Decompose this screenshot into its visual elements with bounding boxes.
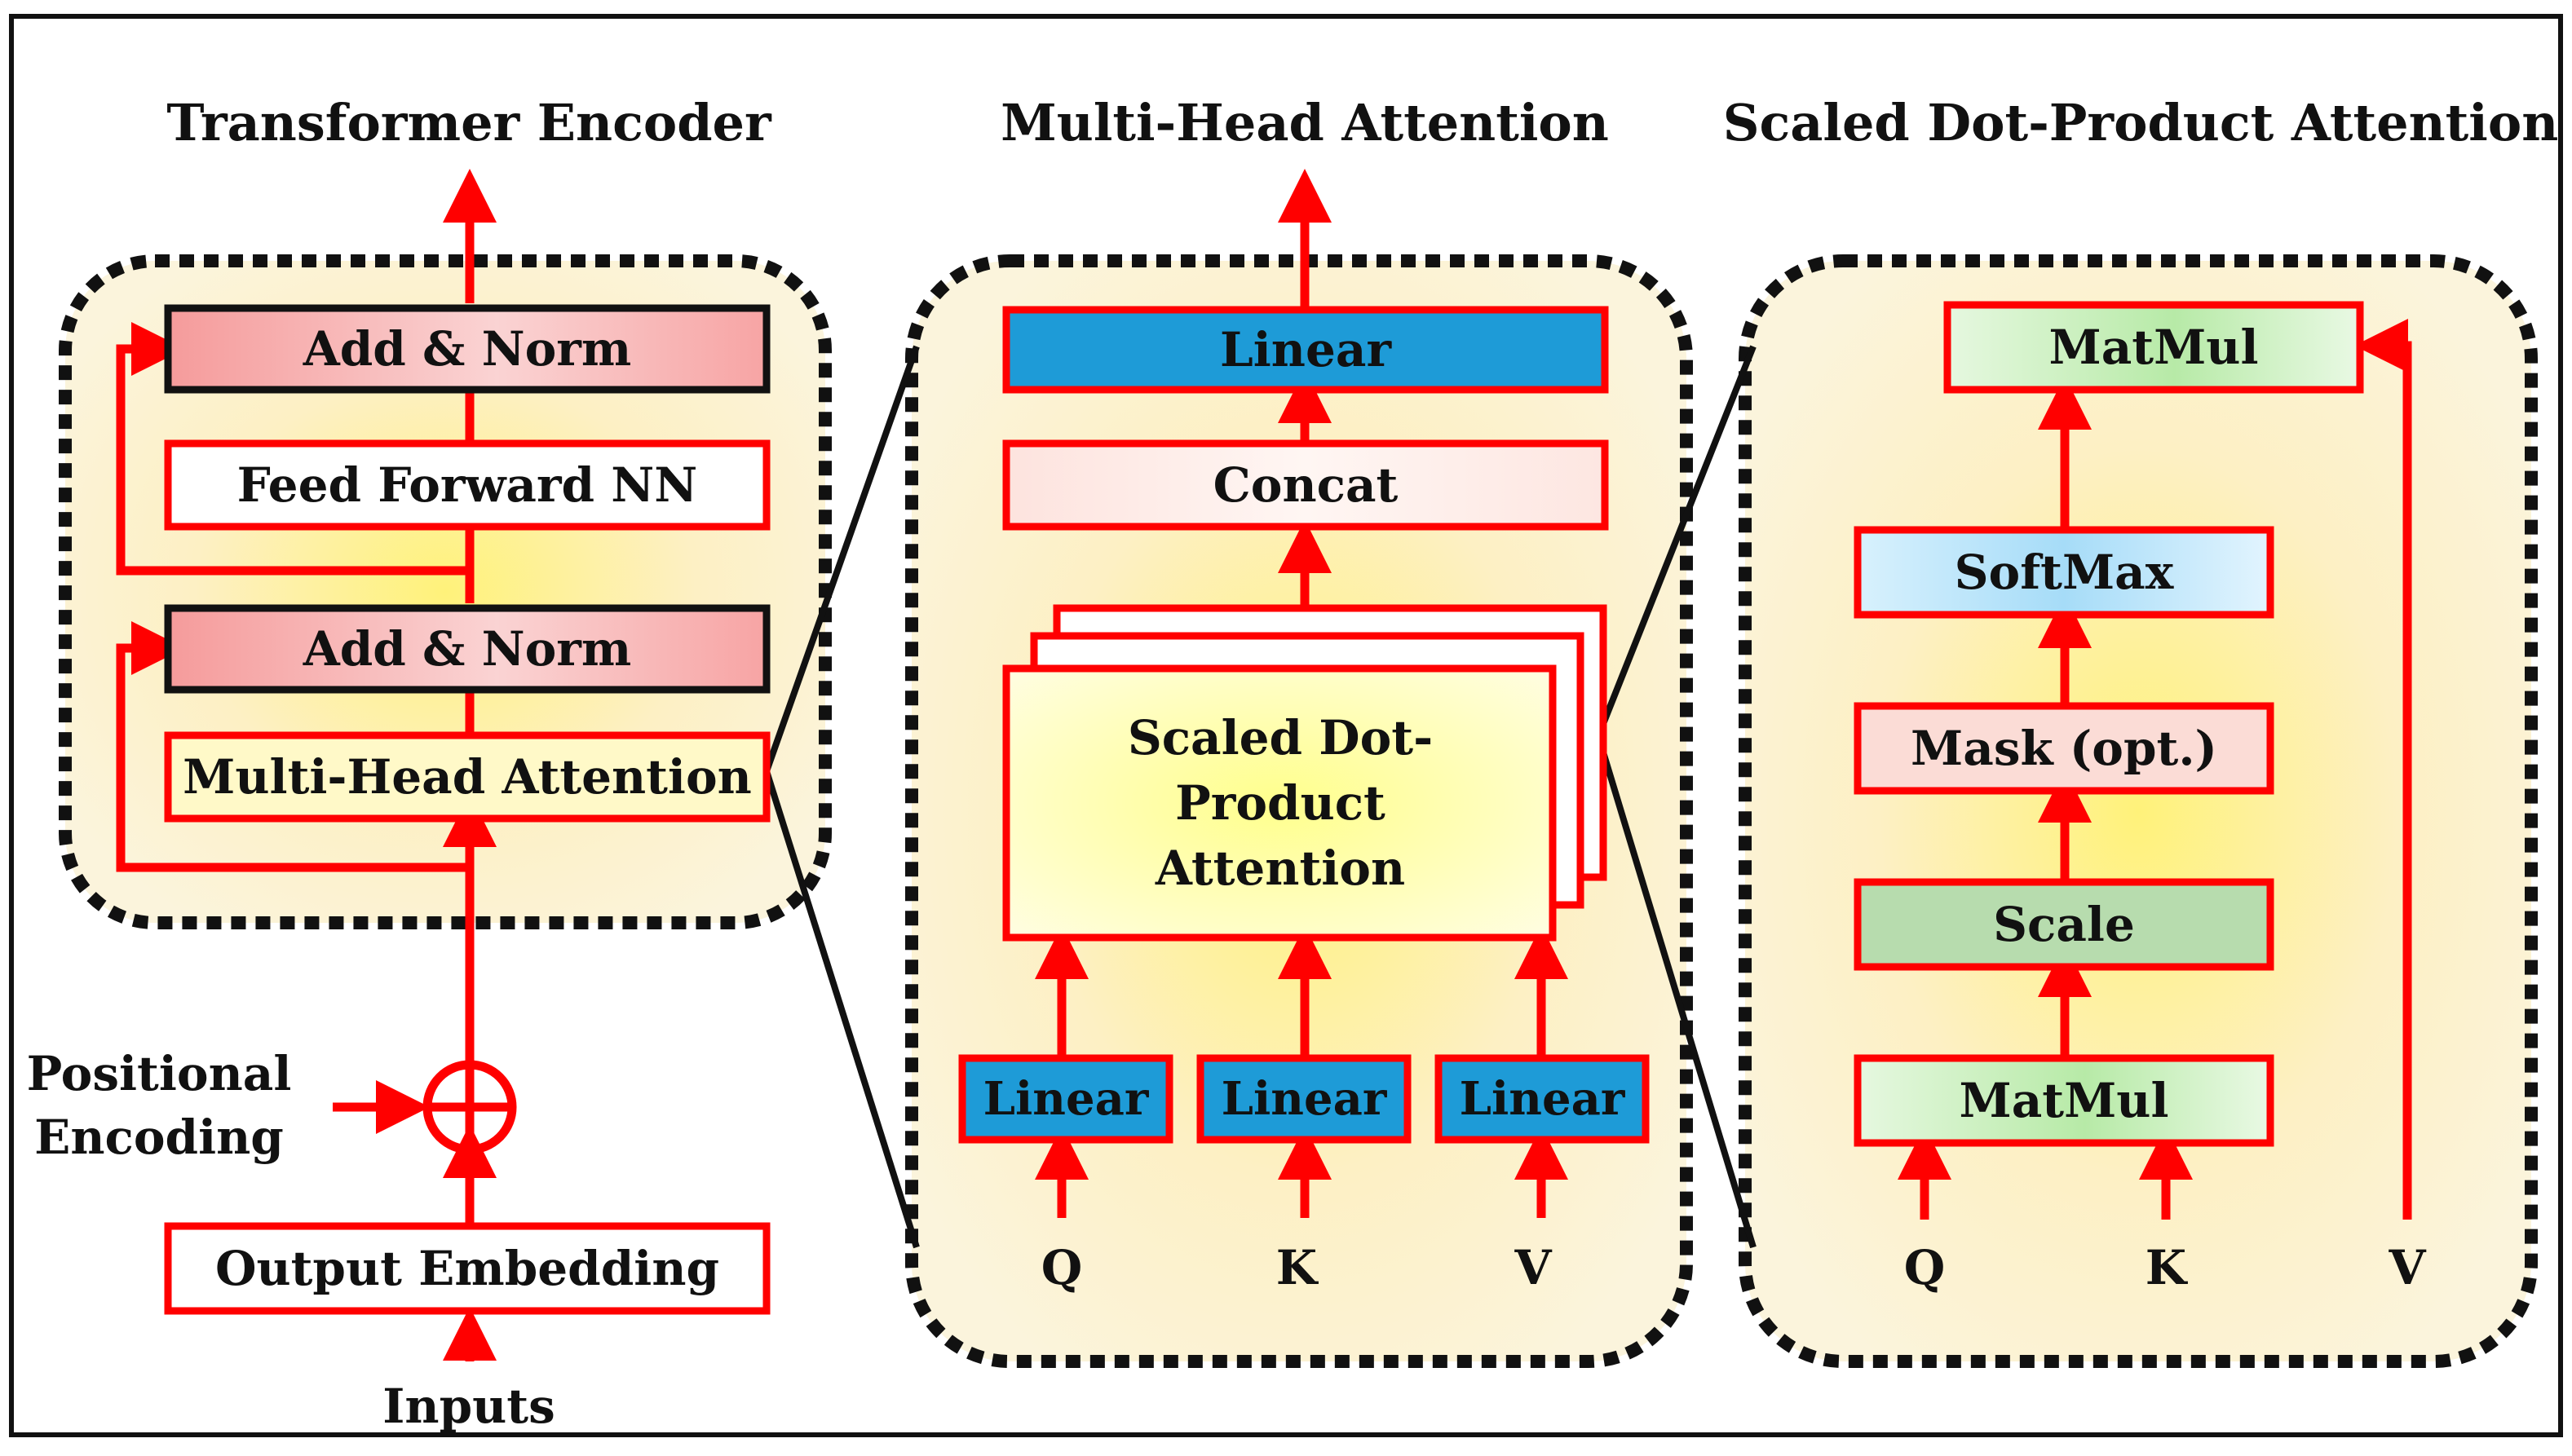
encoder-add-norm-bottom-box <box>164 604 771 694</box>
mha-linear-v-box <box>1434 1054 1650 1144</box>
sdpa-scale-box <box>1854 878 2274 971</box>
encoder-arrows <box>116 169 497 1361</box>
mha-linear-q-label: Linear <box>983 1072 1149 1126</box>
sdpa-panel <box>1739 254 2538 1368</box>
mha-sdpa-label: Scaled Dot-Product Attention <box>1127 710 1434 896</box>
outer-frame <box>9 14 2563 1437</box>
mha-v-label: V <box>1514 1240 1552 1295</box>
positional-encoding-label: Positional Encoding <box>26 1046 292 1165</box>
mha-q-label: Q <box>1041 1240 1083 1295</box>
mha-sdpa-box <box>1002 664 1557 942</box>
mha-title: Multi-Head Attention <box>1001 92 1609 152</box>
mha-linear-k-label: Linear <box>1221 1072 1387 1126</box>
mha-linear-v-label: Linear <box>1459 1072 1625 1126</box>
encoder-output-embedding-box <box>164 1222 771 1315</box>
mha-concat-box <box>1002 439 1609 531</box>
residual-2 <box>116 322 470 576</box>
zoom-line-1a <box>763 345 920 773</box>
encoder-add-norm-top-box <box>164 304 771 394</box>
sdpa-mask-label: Mask (opt.) <box>1911 721 2217 776</box>
encoder-feed-forward-box <box>164 439 771 531</box>
inputs-label: Inputs <box>382 1379 555 1434</box>
zoom-line-2b <box>1595 735 1757 1249</box>
sdpa-title: Scaled Dot-Product Attention <box>1722 92 2559 152</box>
sdpa-softmax-label: SoftMax <box>1954 545 2174 600</box>
encoder-add-norm-bottom-label: Add & Norm <box>303 621 632 677</box>
mha-linear-out-label: Linear <box>1219 322 1392 377</box>
encoder-feed-forward-label: Feed Forward NN <box>236 457 698 513</box>
mha-linear-out-box <box>1002 306 1609 394</box>
encoder-title: Transformer Encoder <box>166 92 771 152</box>
mha-k-label: K <box>1275 1240 1318 1295</box>
sdpa-mask-box <box>1854 702 2274 795</box>
encoder-mha-box <box>164 731 771 823</box>
sdpa-v-label: V <box>2389 1240 2426 1295</box>
mha-concat-label: Concat <box>1213 457 1399 513</box>
sdpa-matmul-top-box <box>1943 301 2364 394</box>
sdpa-k-label: K <box>2145 1240 2187 1295</box>
zoom-line-2a <box>1595 345 1757 738</box>
sdpa-scale-label: Scale <box>1993 897 2135 952</box>
sdpa-matmul-bottom-box <box>1854 1054 2274 1147</box>
encoder-mha-label: Multi-Head Attention <box>183 749 752 805</box>
sdpa-matmul-bottom-label: MatMul <box>1959 1073 2169 1128</box>
residual-1 <box>116 621 470 872</box>
output-embedding-label: Output Embedding <box>214 1241 720 1296</box>
mha-linear-k-box <box>1196 1054 1412 1144</box>
mha-linear-q-box <box>958 1054 1173 1144</box>
add-circle <box>422 1060 517 1154</box>
zoom-line-1b <box>763 770 920 1249</box>
sdpa-softmax-box <box>1854 526 2274 619</box>
encoder-add-norm-top-label: Add & Norm <box>303 321 632 377</box>
sdpa-matmul-top-label: MatMul <box>2048 320 2259 375</box>
sdpa-q-label: Q <box>1903 1240 1946 1295</box>
sdpa-arrows <box>1898 319 2412 1220</box>
